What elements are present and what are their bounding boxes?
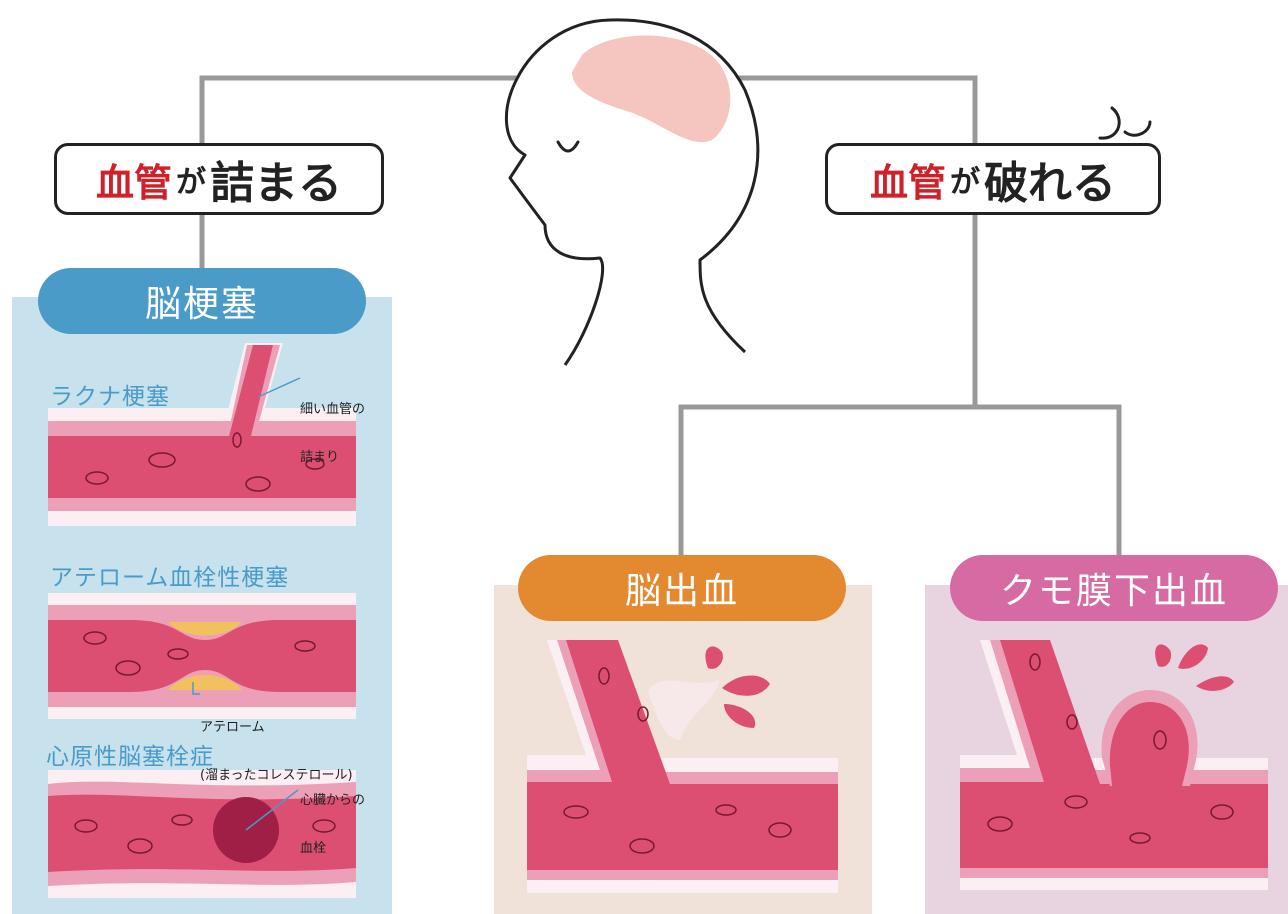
note-atheroma: アテローム (溜まったコレステロール) bbox=[200, 688, 353, 816]
bubble-word-blocked: 詰まる bbox=[210, 158, 342, 209]
lacunar-vessel-art bbox=[48, 343, 356, 526]
bubble-vessel-ruptured: 血管 が 破れる bbox=[825, 143, 1161, 215]
note-atheroma-line2: (溜まったコレステロール) bbox=[200, 768, 353, 783]
atherothrombotic-vessel-art bbox=[48, 593, 356, 719]
title-lacunar-infarction: ラクナ梗塞 bbox=[50, 384, 170, 410]
pill-intracerebral-hemorrhage: 脳出血 bbox=[518, 555, 846, 621]
note-atheroma-line1: アテローム bbox=[200, 720, 265, 735]
hemorrhage-vessel-art bbox=[527, 640, 838, 893]
closed-eye-icon bbox=[556, 140, 580, 153]
title-atherothrombotic-infarction: アテローム血栓性梗塞 bbox=[50, 565, 290, 591]
pill-subarachnoid-hemorrhage: クモ膜下出血 bbox=[950, 555, 1278, 621]
note-lacunar-line1: 細い血管の bbox=[300, 402, 366, 417]
note-lacunar-line2: 詰まり bbox=[300, 450, 340, 465]
subarachnoid-vessel-art bbox=[960, 640, 1268, 890]
brain-icon bbox=[572, 35, 731, 143]
bubble-word-ruptured: 破れる bbox=[984, 158, 1116, 209]
head-icon bbox=[504, 18, 760, 366]
bubble-swirl bbox=[1098, 106, 1152, 140]
note-embolus: 心臓からの 血栓 bbox=[300, 761, 365, 889]
bubble-word-vessel: 血管 bbox=[869, 160, 946, 205]
cardioembolic-vessel-art bbox=[48, 770, 356, 898]
bubble-particle: が bbox=[176, 165, 206, 200]
title-cardioembolic-stroke: 心原性脳塞栓症 bbox=[46, 744, 214, 770]
note-lacunar: 細い血管の 詰まり bbox=[300, 370, 365, 498]
bubble-particle: が bbox=[950, 165, 980, 200]
note-embolus-line2: 血栓 bbox=[300, 841, 327, 856]
pill-cerebral-infarction: 脳梗塞 bbox=[38, 268, 366, 334]
note-embolus-line1: 心臓からの bbox=[300, 793, 366, 808]
bubble-vessel-blocked: 血管 が 詰まる bbox=[54, 143, 384, 215]
bubble-word-vessel: 血管 bbox=[95, 160, 172, 205]
